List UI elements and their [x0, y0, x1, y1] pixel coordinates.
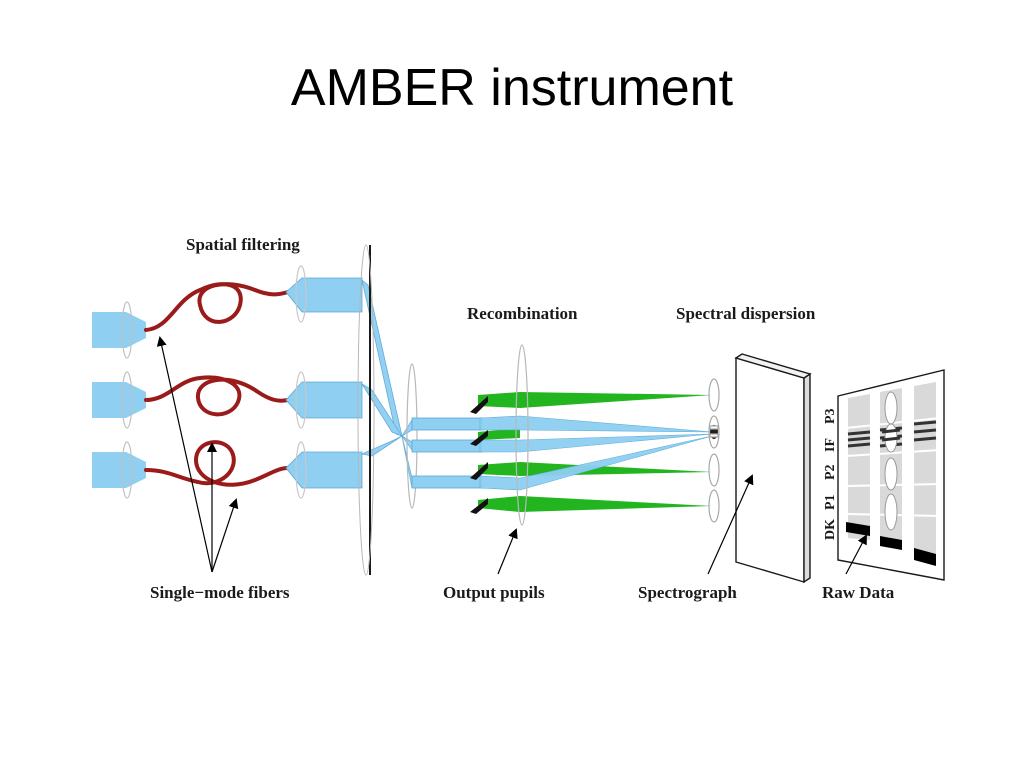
- spectral-lenses: [708, 378, 720, 523]
- slide-title: AMBER instrument: [290, 59, 734, 117]
- input-beam: [92, 452, 146, 488]
- label-output-pupils: Output pupils: [443, 583, 545, 602]
- spectrograph: [734, 353, 812, 584]
- row-label-dk: DK: [823, 519, 838, 540]
- collimated-beams: [285, 277, 363, 489]
- fiber-2: [144, 375, 290, 417]
- row-label-p1: P1: [823, 494, 838, 510]
- label-recombination: Recombination: [467, 304, 578, 323]
- label-spectral-dispersion: Spectral dispersion: [676, 304, 816, 323]
- input-beam: [92, 312, 146, 348]
- raw-data-row-labels: P3 IF P2 P1 DK: [823, 408, 838, 540]
- fiber-1: [144, 282, 290, 332]
- interferometric-beams: [479, 415, 713, 491]
- recombination-lens: [515, 344, 529, 526]
- row-label-if: IF: [823, 438, 838, 452]
- raw-data-panel: P3 IF P2 P1 DK: [823, 369, 945, 581]
- label-spectrograph: Spectrograph: [638, 583, 737, 602]
- converging-beams: [360, 278, 404, 457]
- single-mode-fibers: [144, 282, 290, 487]
- input-beam: [92, 382, 146, 418]
- label-raw-data: Raw Data: [822, 583, 895, 602]
- focusing-lens: [357, 244, 375, 576]
- input-lenses: [121, 301, 133, 499]
- row-label-p3: P3: [823, 408, 838, 424]
- label-single-mode-fibers: Single−mode fibers: [150, 583, 290, 602]
- recombined-beams: [411, 417, 483, 489]
- output-pupils: [470, 396, 488, 514]
- label-spatial-filtering: Spatial filtering: [186, 235, 300, 254]
- relay-lens: [406, 363, 418, 509]
- collimator-lenses: [295, 265, 307, 499]
- row-label-p2: P2: [823, 464, 838, 480]
- input-beams: [92, 312, 146, 488]
- fiber-3: [144, 440, 290, 487]
- annotation-arrows: [156, 336, 867, 575]
